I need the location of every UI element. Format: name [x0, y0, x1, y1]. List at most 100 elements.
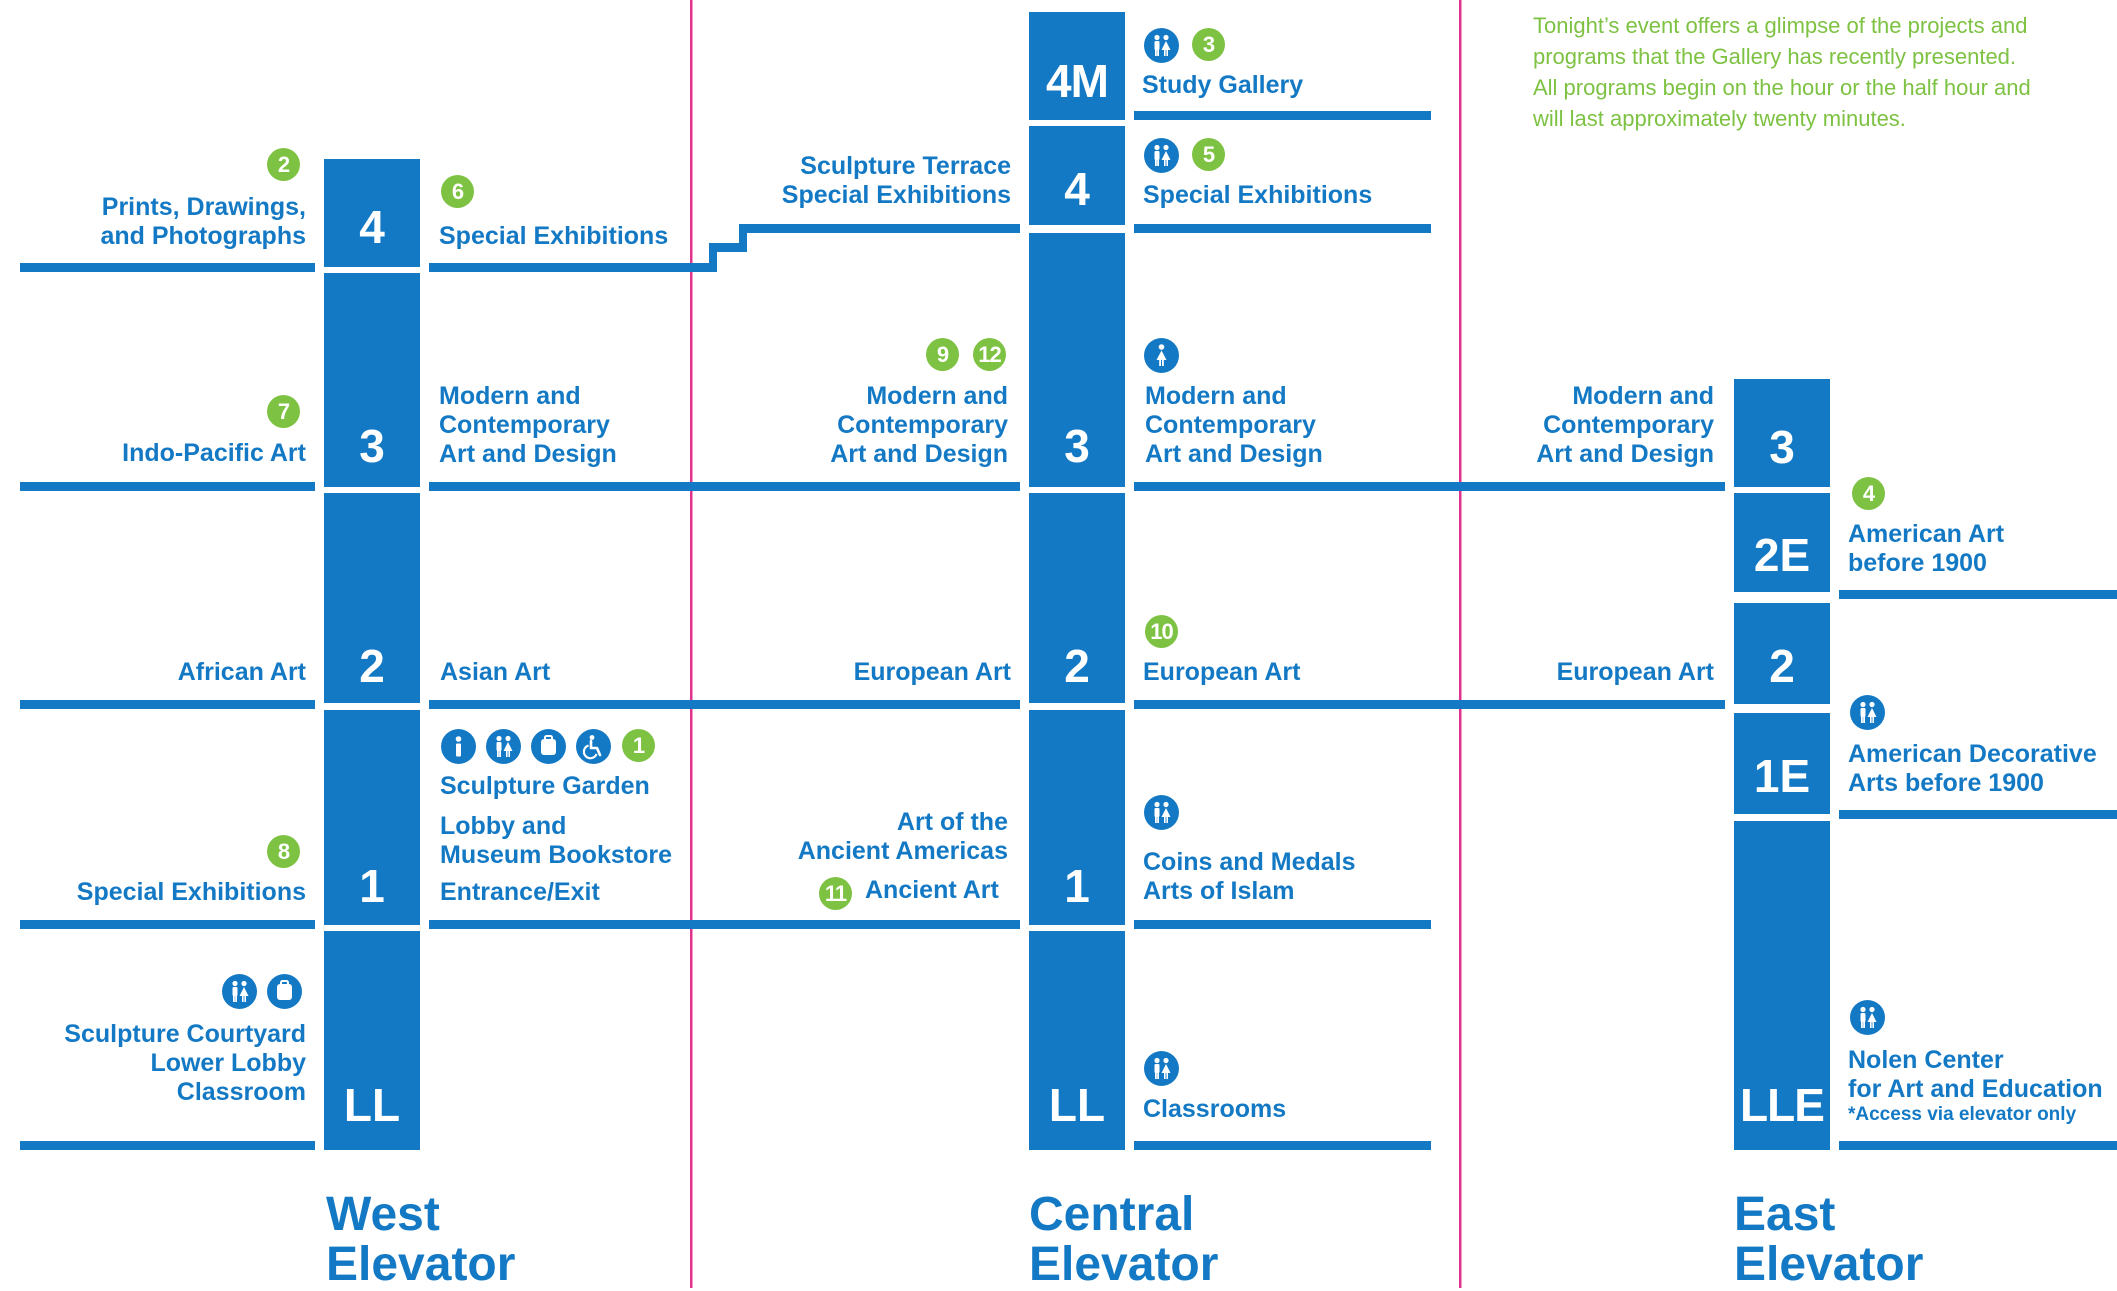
floor-number-east-lle: LLE [1740, 1079, 1825, 1131]
intro-text: Tonight’s event offers a glimpse of the … [1533, 10, 2031, 134]
floor-line [1134, 224, 1431, 233]
east-floor-2-block [1734, 603, 1830, 704]
west-elevator-shaft [324, 159, 420, 1150]
restrooms-icon [1144, 1051, 1179, 1086]
central-floor-4m-block [1029, 12, 1125, 120]
program-badge: 8 [267, 835, 300, 868]
label-line: Contemporary [1145, 411, 1316, 439]
title-line: West [326, 1188, 440, 1241]
title-line: Elevator [1734, 1238, 1924, 1291]
floor-number-west-3: 3 [359, 420, 385, 472]
coat-check-icon [267, 974, 302, 1009]
east-floor-2e-block [1734, 493, 1830, 592]
floor-line [1839, 590, 2117, 599]
floor-number-east-1e: 1E [1753, 750, 1811, 802]
restrooms-icon [1850, 1000, 1885, 1035]
label-line: Modern and [1145, 382, 1287, 410]
program-badge: 7 [267, 395, 300, 428]
floor-line [20, 920, 315, 929]
title-line: Elevator [326, 1238, 516, 1291]
label-line: Coins and Medals [1143, 848, 1356, 876]
stair-line [702, 224, 1020, 272]
coat-check-icon [531, 729, 566, 764]
label-line: Art and Design [1145, 440, 1323, 468]
east-floor-3-block [1734, 379, 1830, 487]
label-line: Art and Design [830, 440, 1008, 468]
program-badge: 2 [267, 148, 300, 181]
label-modern-contemporary: Modern and Contemporary Art and Design [830, 382, 1008, 469]
label-ancient-americas: Art of the Ancient Americas [798, 808, 1008, 866]
label-line: Contemporary [837, 411, 1008, 439]
restrooms-icon [1850, 695, 1885, 730]
label-lobby-bookstore: Lobby and Museum Bookstore [440, 812, 672, 870]
label-line: before 1900 [1848, 549, 1987, 577]
floor-number-west-4: 4 [359, 201, 385, 253]
label-line: Arts before 1900 [1848, 769, 2044, 797]
floor-line [20, 700, 315, 709]
label-indo-pacific-art: Indo-Pacific Art [122, 439, 306, 467]
label-modern-contemporary: Modern and Contemporary Art and Design [1536, 382, 1714, 469]
label-line: and Photographs [100, 222, 306, 250]
access-note: *Access via elevator only [1848, 1104, 2077, 1125]
central-floor-1-block [1029, 710, 1125, 925]
intro-line: will last approximately twenty minutes. [1533, 106, 1906, 131]
label-modern-contemporary: Modern and Contemporary Art and Design [439, 382, 617, 469]
west-floor-3-block [324, 273, 420, 487]
east-floor-lle-block [1734, 821, 1830, 1150]
floor-number-east-2: 2 [1769, 640, 1795, 692]
label-american-decorative-arts: American Decorative Arts before 1900 [1848, 740, 2097, 798]
floor-line [429, 263, 711, 272]
program-badge: 12 [973, 338, 1006, 371]
label-line: Arts of Islam [1143, 877, 1295, 905]
label-study-gallery: Study Gallery [1142, 71, 1304, 99]
floor-number-central-3: 3 [1064, 420, 1090, 472]
floor-number-central-ll: LL [1048, 1079, 1106, 1131]
womens-restroom-icon [1144, 338, 1179, 373]
intro-line: Tonight’s event offers a glimpse of the … [1533, 13, 2028, 38]
floor-lines [20, 111, 2117, 1150]
label-american-art: American Art before 1900 [1848, 520, 2004, 578]
restrooms-icon [486, 729, 521, 764]
restrooms-icon [1144, 138, 1179, 173]
east-elevator-title: East Elevator [1734, 1190, 1923, 1290]
floor-line [20, 263, 315, 272]
title-line: East [1734, 1188, 1836, 1241]
information-icon [441, 729, 476, 764]
floor-number-central-2: 2 [1064, 640, 1090, 692]
label-line: Lower Lobby [150, 1049, 306, 1077]
label-line: Special Exhibitions [781, 181, 1011, 209]
floor-line [1839, 810, 2117, 819]
label-special-exhibitions: Special Exhibitions [439, 222, 669, 250]
program-badge: 4 [1852, 477, 1885, 510]
label-line: Modern and [866, 382, 1008, 410]
title-line: Elevator [1029, 1238, 1219, 1291]
floor-line [1839, 1141, 2117, 1150]
label-european-art: European Art [853, 658, 1011, 686]
floor-number-central-1: 1 [1064, 860, 1090, 912]
central-floor-4-block [1029, 126, 1125, 225]
floor-line [20, 1141, 315, 1150]
floor-line [429, 482, 1020, 491]
label-modern-contemporary: Modern and Contemporary Art and Design [1145, 382, 1323, 469]
label-prints-drawings-photographs: Prints, Drawings, and Photographs [100, 193, 306, 251]
east-floor-1e-block [1734, 713, 1830, 814]
label-line: Modern and [1572, 382, 1714, 410]
label-line: Modern and [439, 382, 581, 410]
label-sculpture-courtyard: Sculpture Courtyard Lower Lobby Classroo… [64, 1020, 306, 1107]
label-line: Nolen Center [1848, 1046, 2004, 1074]
restrooms-icon [1144, 28, 1179, 63]
central-floor-ll-block [1029, 931, 1125, 1150]
east-elevator-shaft [1734, 379, 1830, 1150]
central-floor-2-block [1029, 493, 1125, 703]
label-classrooms: Classrooms [1143, 1095, 1287, 1123]
title-line: Central [1029, 1188, 1195, 1241]
label-line: for Art and Education [1848, 1075, 2103, 1103]
floor-line [1134, 920, 1431, 929]
label-coins-medals-islam: Coins and Medals Arts of Islam [1143, 848, 1356, 906]
west-floor-4-block [324, 159, 420, 267]
label-line: Classroom [176, 1078, 306, 1106]
label-line: Sculpture Courtyard [64, 1020, 306, 1048]
label-special-exhibitions: Special Exhibitions [76, 878, 306, 906]
label-line: American Decorative [1848, 740, 2097, 768]
label-line: Museum Bookstore [440, 841, 672, 869]
